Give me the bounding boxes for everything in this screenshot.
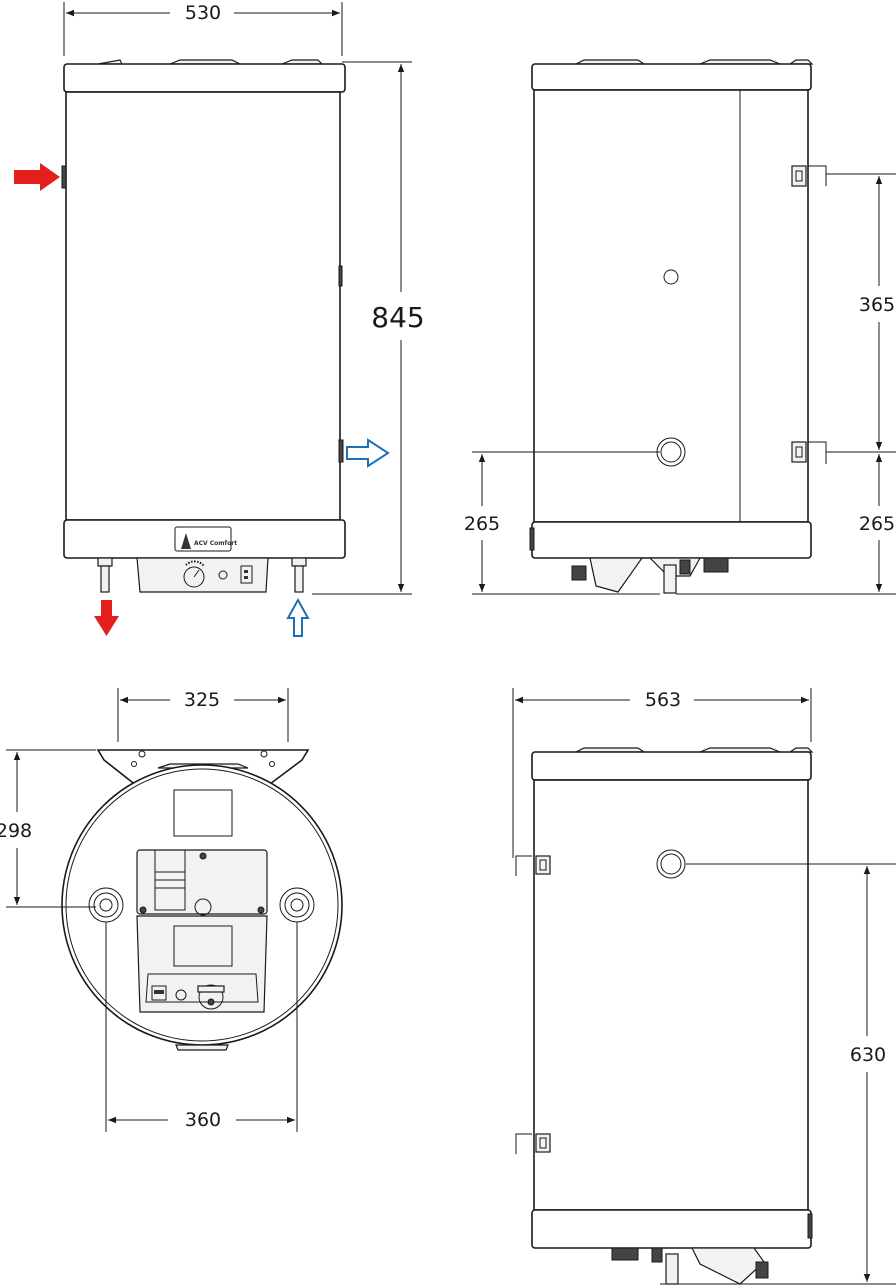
hot-inlet-right-arrow-icon (14, 163, 60, 191)
brand-logo-text: ACV Comfort (194, 540, 237, 547)
side-lower-bracket-height-label: 265 (859, 513, 895, 535)
rear-width-label: 563 (645, 689, 681, 711)
top-bracket-width-label: 325 (184, 689, 220, 711)
cold-outlet-right-arrow-icon (346, 438, 390, 468)
side-view: 265 365 265 (464, 59, 896, 595)
hot-outlet-down-arrow-icon (94, 600, 119, 636)
top-depth-label: 298 (0, 820, 32, 842)
rear-height-label: 630 (850, 1044, 886, 1066)
front-view: 530 ACV Comfort (14, 2, 425, 637)
top-view: 325 (0, 688, 343, 1132)
side-outlet-height-label: 265 (464, 513, 500, 535)
front-height-label: 845 (371, 301, 424, 334)
rear-view: 563 630 (512, 688, 896, 1285)
top-pipe-spacing-label: 360 (185, 1109, 221, 1131)
side-bracket-spacing-label: 365 (859, 294, 895, 316)
front-width-label: 530 (185, 2, 221, 24)
cold-inlet-up-arrow-icon (286, 597, 310, 637)
